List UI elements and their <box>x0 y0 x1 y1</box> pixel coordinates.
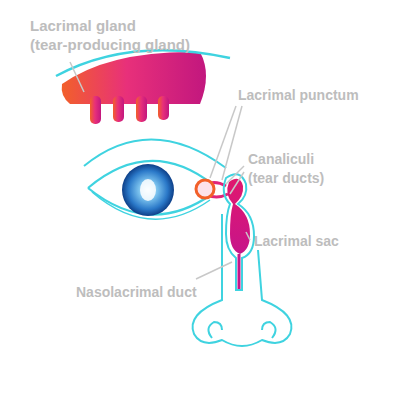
canaliculi-label: Canaliculi (tear ducts) <box>248 150 348 188</box>
brow-line <box>56 50 230 76</box>
gland-label: Lacrimal gland (tear-producing gland) <box>30 16 215 54</box>
duct-label: Nasolacrimal duct <box>76 283 226 302</box>
right-nostril <box>262 322 276 338</box>
lacrimal-punctum <box>196 180 214 198</box>
gland-lobe <box>136 96 147 122</box>
leader-line <box>230 172 244 194</box>
leader-line <box>196 262 232 279</box>
eyelid-crease <box>84 139 226 168</box>
gland-lobe <box>90 96 101 124</box>
gland-lobe <box>158 96 169 120</box>
sac-label: Lacrimal sac <box>254 232 384 251</box>
leader-line <box>246 232 250 240</box>
sac-outline <box>224 174 254 290</box>
nasolacrimal-duct <box>238 254 241 289</box>
left-nostril <box>208 322 222 338</box>
iris <box>122 164 174 216</box>
pupil-highlight <box>140 179 156 201</box>
lacrimal-sac <box>227 179 250 254</box>
leader-line <box>70 62 84 92</box>
leader-lines <box>70 62 250 279</box>
gland-body <box>62 52 206 104</box>
gland-lobe <box>113 96 124 122</box>
punctum-label: Lacrimal punctum <box>238 86 388 105</box>
leader-line <box>222 106 242 180</box>
